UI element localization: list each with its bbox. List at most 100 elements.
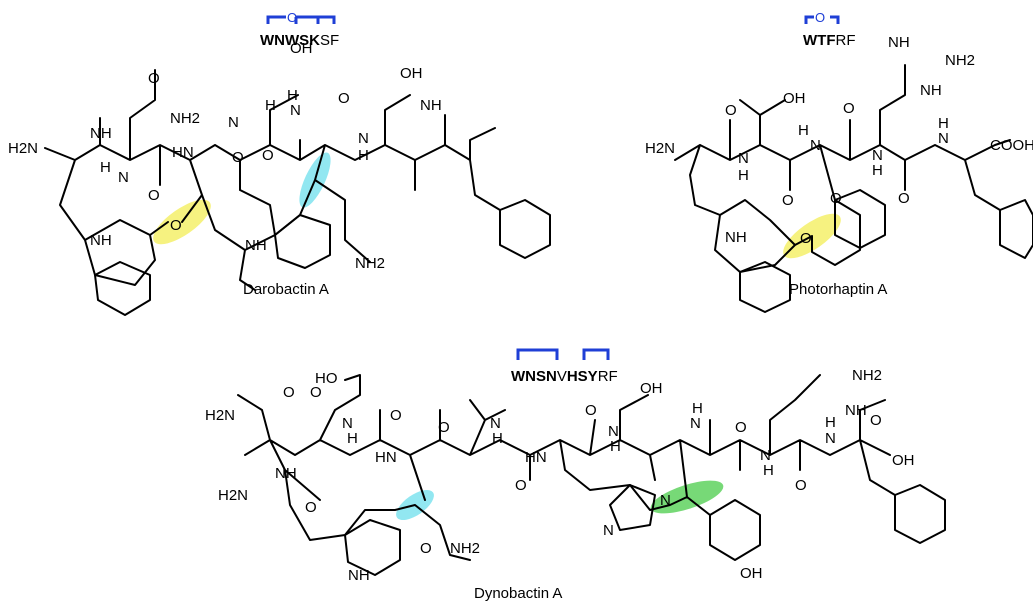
photorhaptin-bracket-o: O (815, 10, 825, 25)
darobactin-atom-h1: H (100, 159, 111, 176)
darobactin-atom-o2: O (148, 187, 160, 204)
dynobactin-backbone-bonds (237, 374, 896, 561)
photorhaptin-phe-ring (834, 189, 886, 249)
darobactin-sequence-header: O WNWSKSF (260, 10, 339, 49)
photorhaptin-atom-cooh: COOH (990, 137, 1033, 154)
photorhaptin-backbone-bonds (674, 64, 1011, 273)
photorhaptin-atom-n1: N (738, 150, 749, 167)
dynobactin-atom-h5: H (763, 462, 774, 479)
photorhaptin-atom-o1: O (725, 102, 737, 119)
photorhaptin-name: Photorhaptin A (789, 281, 887, 298)
dynobactin-atom-h1: H (347, 430, 358, 447)
dynobactin-atom-oh1: OH (640, 380, 663, 397)
dynobactin-atom-o8: O (585, 402, 597, 419)
darobactin-atom-h3: H (287, 87, 298, 104)
dynobactin-atom-o11: O (870, 412, 882, 429)
darobactin-atom-n2: N (228, 114, 239, 131)
dynobactin-atom-nh1: NH (275, 465, 297, 482)
photorhaptin-atom-oh: OH (783, 90, 806, 107)
photorhaptin-atom-nh-top: NH (888, 34, 910, 51)
photorhaptin-atom-nh-indole: NH (725, 229, 747, 246)
darobactin-atom-nh2-lys: NH2 (355, 255, 385, 272)
dynobactin-atom-o2: O (310, 384, 322, 401)
darobactin-backbone-bonds (44, 69, 501, 291)
darobactin-atom-h2n: H2N (8, 140, 38, 157)
photorhaptin-ether-bracket (804, 15, 840, 24)
darobactin-atom-o5: O (338, 90, 350, 107)
dynobactin-atom-nh2-arg: NH2 (852, 367, 882, 384)
dynobactin-atom-h6: H (825, 414, 836, 431)
dynobactin-indole-ring (344, 519, 401, 576)
darobactin-atom-oh2: OH (400, 65, 423, 82)
darobactin-ether-bracket (266, 15, 336, 24)
dynobactin-atom-n-imidazole: N (660, 492, 671, 509)
dynobactin-atom-n4: N (690, 415, 701, 432)
photorhaptin-atom-o-ether: O (800, 230, 812, 247)
dynobactin-imidazole-ring (609, 484, 656, 531)
darobactin-atom-n4: N (358, 130, 369, 147)
dynobactin-atom-hn1: HN (375, 449, 397, 466)
dynobactin-atom-oh2: OH (892, 452, 915, 469)
dynobactin-atom-nh-arg: NH (845, 402, 867, 419)
photorhaptin-atom-n4: N (938, 130, 949, 147)
darobactin-atom-o3: O (232, 149, 244, 166)
dynobactin-atom-n6: N (825, 430, 836, 447)
dynobactin-bracket-1 (516, 348, 559, 360)
darobactin-atom-oh1: OH (290, 40, 313, 57)
photorhaptin-atom-h2: H (798, 122, 809, 139)
photorhaptin-atom-h3: H (872, 162, 883, 179)
dynobactin-atom-nh2-asn: NH2 (450, 540, 480, 557)
dynobactin-sequence: WNSNVHSYRF (511, 368, 618, 385)
dynobactin-atom-o5: O (438, 419, 450, 436)
darobactin-name: Darobactin A (243, 281, 329, 298)
darobactin-atom-n3: N (290, 102, 301, 119)
photorhaptin-atom-o3: O (843, 100, 855, 117)
dynobactin-atom-o9: O (735, 419, 747, 436)
darobactin-atom-nh-indole2: NH (245, 237, 267, 254)
darobactin-atom-h4: H (358, 147, 369, 164)
photorhaptin-atom-nh2: NH2 (945, 52, 975, 69)
dynobactin-atom-h2n1: H2N (205, 407, 235, 424)
darobactin-a: O WNWSKSF O NH NH2 OH H2N H N NH O H N O… (8, 10, 551, 316)
dynobactin-atom-h4: H (692, 400, 703, 417)
dynobactin-atom-o3: O (390, 407, 402, 424)
photorhaptin-atom-h1: H (738, 167, 749, 184)
dynobactin-atom-h2: H (492, 430, 503, 447)
dynobactin-atom-n2: N (490, 415, 501, 432)
photorhaptin-atom-nh: NH (920, 82, 942, 99)
darobactin-indole2-ring (274, 214, 331, 269)
photorhaptin-atom-n2: N (810, 137, 821, 154)
darobactin-atom-n1: N (118, 169, 129, 186)
dynobactin-sequence-header: WNSNVHSYRF (511, 348, 618, 385)
darobactin-phe-ring (499, 199, 551, 259)
photorhaptin-atom-o2: O (782, 192, 794, 209)
dynobactin-atom-hn2: HN (525, 449, 547, 466)
photorhaptin-atom-n3: N (872, 147, 883, 164)
photorhaptin-sequence-header: O WTFRF (803, 10, 855, 49)
photorhaptin-atom-h4: H (938, 115, 949, 132)
photorhaptin-atom-h2n: H2N (645, 140, 675, 157)
dynobactin-atom-o6: O (420, 540, 432, 557)
photorhaptin-atom-o4: O (898, 190, 910, 207)
dynobactin-a: WNSNVHSYRF HO H2N O O N H O NH H2N O HN … (205, 348, 946, 602)
dynobactin-atom-oh-tyr: OH (740, 565, 763, 582)
photorhaptin-phe2-ring (999, 199, 1033, 259)
photorhaptin-atom-o5: O (830, 190, 842, 207)
dynobactin-phe-ring (894, 484, 946, 544)
photorhaptin-sequence: WTFRF (803, 32, 855, 49)
photorhaptin-indole-ring (739, 261, 791, 313)
dynobactin-atom-n3: N (608, 423, 619, 440)
dynobactin-atom-o10: O (795, 477, 807, 494)
dynobactin-atom-n1: N (342, 415, 353, 432)
dynobactin-atom-o4: O (305, 499, 317, 516)
darobactin-atom-hn: HN (172, 144, 194, 161)
darobactin-bracket-o: O (287, 10, 297, 25)
dynobactin-name: Dynobactin A (474, 585, 562, 602)
darobactin-atom-nh1: NH (90, 125, 112, 142)
darobactin-sequence: WNWSKSF (260, 32, 339, 49)
dynobactin-atom-n5: N (760, 447, 771, 464)
darobactin-atom-o-ether: O (170, 217, 182, 234)
dynobactin-atom-o1: O (283, 384, 295, 401)
darobactin-indole-ring (94, 261, 151, 316)
